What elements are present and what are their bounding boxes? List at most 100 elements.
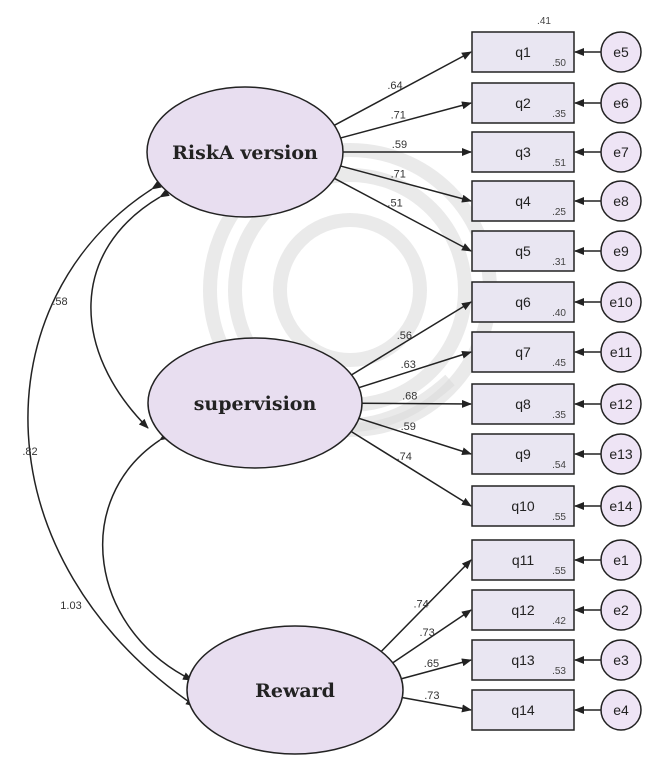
covariance-risk-supervision [90,188,170,429]
r2-label-q9: .54 [552,460,566,471]
indicator-label-q13: q13 [511,652,535,668]
r2-label-q12: .42 [552,616,566,627]
error-term-e5 [600,31,642,73]
loading-label-q14: .73 [424,690,439,702]
error-label-e14: e14 [609,498,633,514]
loading-label-q8: .68 [402,391,417,403]
indicator-box-q2 [471,82,575,124]
error-label-e3: e3 [613,652,629,668]
indicator-label-q5: q5 [515,243,531,259]
error-label-e1: e1 [613,552,629,568]
error-term-e11 [600,331,642,373]
loading-arrow-q8 [358,399,472,408]
error-term-e3 [600,639,642,681]
indicator-label-q3: q3 [515,144,531,160]
nodes-layer: q1.50e5q2.35e6q3.51e7q4.25e8q5.31e9q6.40… [22,16,642,755]
loading-label-q13: .65 [424,658,439,670]
latent-label-risk: RiskA version [172,142,318,164]
indicator-label-q8: q8 [515,396,531,412]
error-label-e11: e11 [610,344,633,360]
corr-label-risk-supervision: .58 [52,296,67,308]
indicator-box-q14 [471,689,575,731]
loading-arrow-q2 [337,101,472,140]
corr-label-risk-reward: .82 [22,446,37,458]
latent-label-reward: Reward [255,680,335,702]
r2-label-q8: .35 [552,410,566,421]
indicator-box-q6 [471,281,575,323]
loading-label-q2: .71 [391,110,406,122]
loading-label-q12: .73 [420,627,435,639]
r2-label-q1: .50 [552,58,566,69]
r2-label-q4: .25 [552,207,566,218]
latent-label-supervision: supervision [194,393,317,415]
error-label-e13: e13 [609,446,633,462]
r2-label-q5: .31 [552,257,566,268]
error-term-e14 [600,485,642,527]
loading-label-q11: .74 [413,598,428,610]
indicator-box-q1 [471,31,575,73]
error-label-e4: e4 [613,702,629,718]
indicator-box-q9 [471,433,575,475]
covariance-supervision-reward [101,431,193,681]
error-label-e9: e9 [613,243,629,259]
r2-label-q2: .35 [552,109,566,120]
error-label-e8: e8 [613,193,629,209]
indicator-box-q10 [471,485,575,527]
loading-label-q10: .74 [397,451,412,463]
loading-arrow-q13 [398,658,472,681]
error-term-e7 [600,131,642,173]
r2-label-q7: .45 [552,358,566,369]
loading-arrow-q7 [355,350,472,390]
indicator-label-q4: q4 [515,193,531,209]
latent-ellipse-reward [186,625,404,755]
loading-arrow-q1 [331,51,472,128]
loading-label-q1: .64 [387,80,402,92]
indicator-label-q14: q14 [511,702,535,718]
r2-label-q13: .53 [552,666,566,677]
error-term-e1 [600,539,642,581]
loading-arrow-q6 [348,301,472,378]
r2-label-q11: .55 [552,566,566,577]
indicator-box-q5 [471,230,575,272]
latent-ellipse-risk [146,86,344,218]
error-label-e5: e5 [613,44,629,60]
error-term-e6 [600,82,642,124]
error-term-e2 [600,589,642,631]
corr-label-supervision-reward: 1.03 [60,600,81,612]
error-term-e10 [600,281,642,323]
error-term-e9 [600,230,642,272]
error-label-e10: e10 [609,294,633,310]
indicator-box-q4 [471,180,575,222]
indicator-label-q1: q1 [515,44,531,60]
error-label-e6: e6 [613,95,629,111]
indicator-label-q9: q9 [515,446,531,462]
indicator-box-q7 [471,331,575,373]
loading-label-q4: .71 [391,168,406,180]
r2-label-q3: .51 [552,158,566,169]
loading-arrow-q5 [331,176,472,252]
error-term-e12 [600,383,642,425]
indicator-label-q11: q11 [512,552,535,568]
loading-arrow-q4 [337,164,472,203]
loading-label-q9: .59 [401,421,416,433]
error-term-e4 [600,689,642,731]
edges-layer [27,48,601,714]
loading-arrow-q14 [398,696,472,713]
indicator-box-q3 [471,131,575,173]
indicator-label-q7: q7 [515,344,531,360]
r2-label-q10: .55 [552,512,566,523]
indicator-box-q12 [471,589,575,631]
loading-arrow-q9 [355,416,472,456]
r2-label-q6: .40 [552,308,566,319]
latent-ellipse-supervision [147,337,363,469]
indicator-box-q8 [471,383,575,425]
error-label-e12: e12 [609,396,633,412]
loading-arrow-q12 [390,609,472,666]
error-label-e7: e7 [613,144,629,160]
loading-label-q5: .51 [387,197,402,209]
indicator-box-q11 [471,539,575,581]
loading-label-q3: .59 [392,139,407,151]
indicator-label-q12: q12 [511,602,535,618]
indicator-label-q2: q2 [515,95,531,111]
